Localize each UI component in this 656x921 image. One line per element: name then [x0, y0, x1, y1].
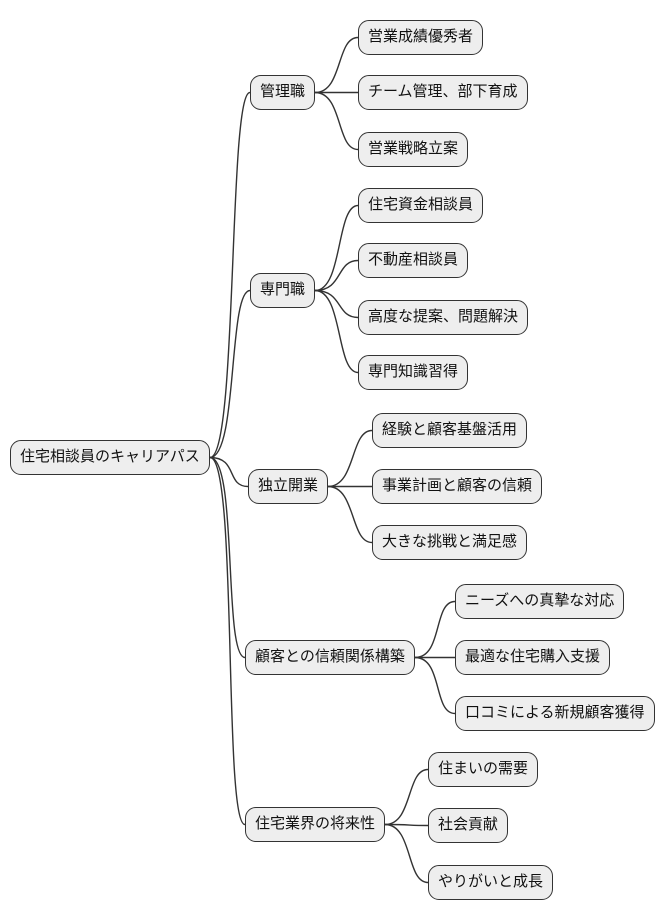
node-leaf: 住宅資金相談員 [358, 188, 484, 223]
mindmap-edge [327, 485, 373, 544]
mindmap-edge [314, 204, 359, 292]
node-branch-management: 管理職 [250, 75, 316, 110]
mindmap-edge [384, 823, 429, 827]
mindmap-edge [314, 259, 359, 292]
node-leaf: ニーズへの真摯な対応 [455, 584, 625, 619]
node-leaf: やりがいと成長 [428, 865, 554, 900]
node-branch-customer-trust: 顧客との信頼関係構築 [245, 640, 415, 675]
mindmap-edge [209, 456, 249, 488]
node-leaf: 経験と顧客基盤活用 [372, 413, 528, 448]
node-leaf: 不動産相談員 [358, 243, 469, 278]
node-leaf: 住まいの需要 [428, 752, 539, 787]
mindmap-edge [414, 656, 456, 715]
mindmap-edge [384, 823, 429, 884]
node-leaf: 専門知識習得 [358, 355, 469, 390]
mindmap-edge [414, 600, 456, 659]
node-leaf: 社会貢献 [428, 808, 509, 843]
node-branch-independent: 独立開業 [248, 469, 329, 504]
node-leaf: 最適な住宅購入支援 [455, 640, 611, 675]
node-leaf: 営業戦略立案 [358, 132, 469, 167]
node-leaf: 高度な提案、問題解決 [358, 300, 529, 335]
mindmap-edge [314, 289, 359, 374]
mindmap-edge [314, 36, 359, 94]
mindmap-edge [209, 91, 251, 459]
node-leaf: チーム管理、部下育成 [358, 75, 528, 110]
node-leaf: 口コミによる新規顧客獲得 [455, 696, 655, 731]
mindmap-edge [209, 456, 246, 659]
mindmap-edge [209, 456, 246, 826]
mindmap-edge [314, 289, 359, 319]
node-branch-specialist: 専門職 [250, 273, 316, 308]
node-root: 住宅相談員のキャリアパス [10, 440, 210, 475]
node-leaf: 事業計画と顧客の信頼 [372, 469, 543, 504]
node-branch-industry-future: 住宅業界の将来性 [245, 807, 386, 842]
mindmap-edge [314, 91, 359, 151]
node-leaf: 営業成績優秀者 [358, 20, 484, 55]
mindmap-edge [384, 768, 429, 826]
mindmap-edge [209, 289, 251, 459]
node-leaf: 大きな挑戦と満足感 [372, 525, 528, 560]
mindmap-edge [327, 429, 373, 488]
